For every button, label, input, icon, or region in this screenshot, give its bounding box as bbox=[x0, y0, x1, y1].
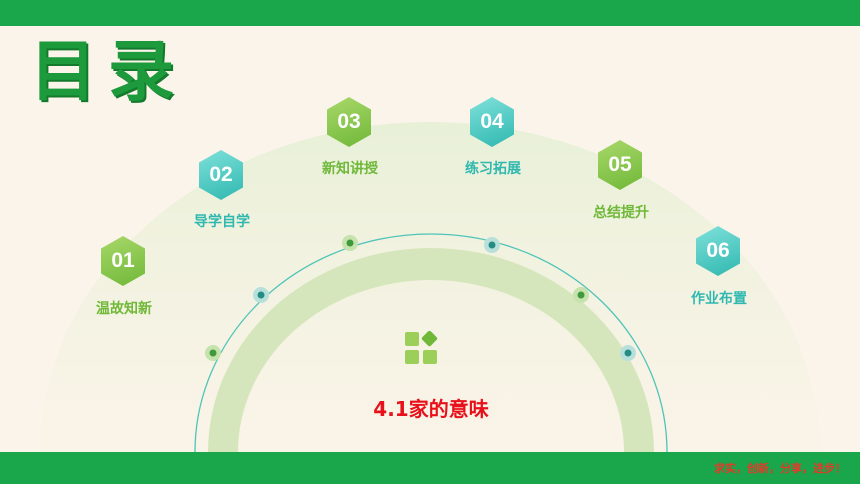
lesson-title: 4.1家的意味 bbox=[373, 397, 489, 421]
item-05-label[interactable]: 总结提升 bbox=[593, 205, 649, 221]
inner-band bbox=[208, 248, 654, 452]
bottom-bar bbox=[0, 452, 860, 484]
item-03-label[interactable]: 新知讲授 bbox=[322, 161, 378, 177]
timeline-dots bbox=[205, 235, 636, 361]
item-06-label[interactable]: 作业布置 bbox=[691, 291, 747, 307]
top-bar bbox=[0, 0, 860, 26]
item-04-badge: 04 bbox=[470, 97, 514, 147]
slide-title: 目录 bbox=[30, 32, 186, 110]
item-03-badge: 03 bbox=[327, 97, 371, 147]
item-01-label[interactable]: 温故知新 bbox=[96, 301, 152, 317]
timeline-arc bbox=[194, 233, 668, 453]
slogan-text: 求实，创新，分享，进步！ bbox=[714, 462, 846, 475]
item-02-label[interactable]: 导学自学 bbox=[194, 214, 250, 230]
grid-diamond-icon bbox=[405, 331, 438, 364]
item-04-label[interactable]: 练习拓展 bbox=[465, 161, 521, 177]
